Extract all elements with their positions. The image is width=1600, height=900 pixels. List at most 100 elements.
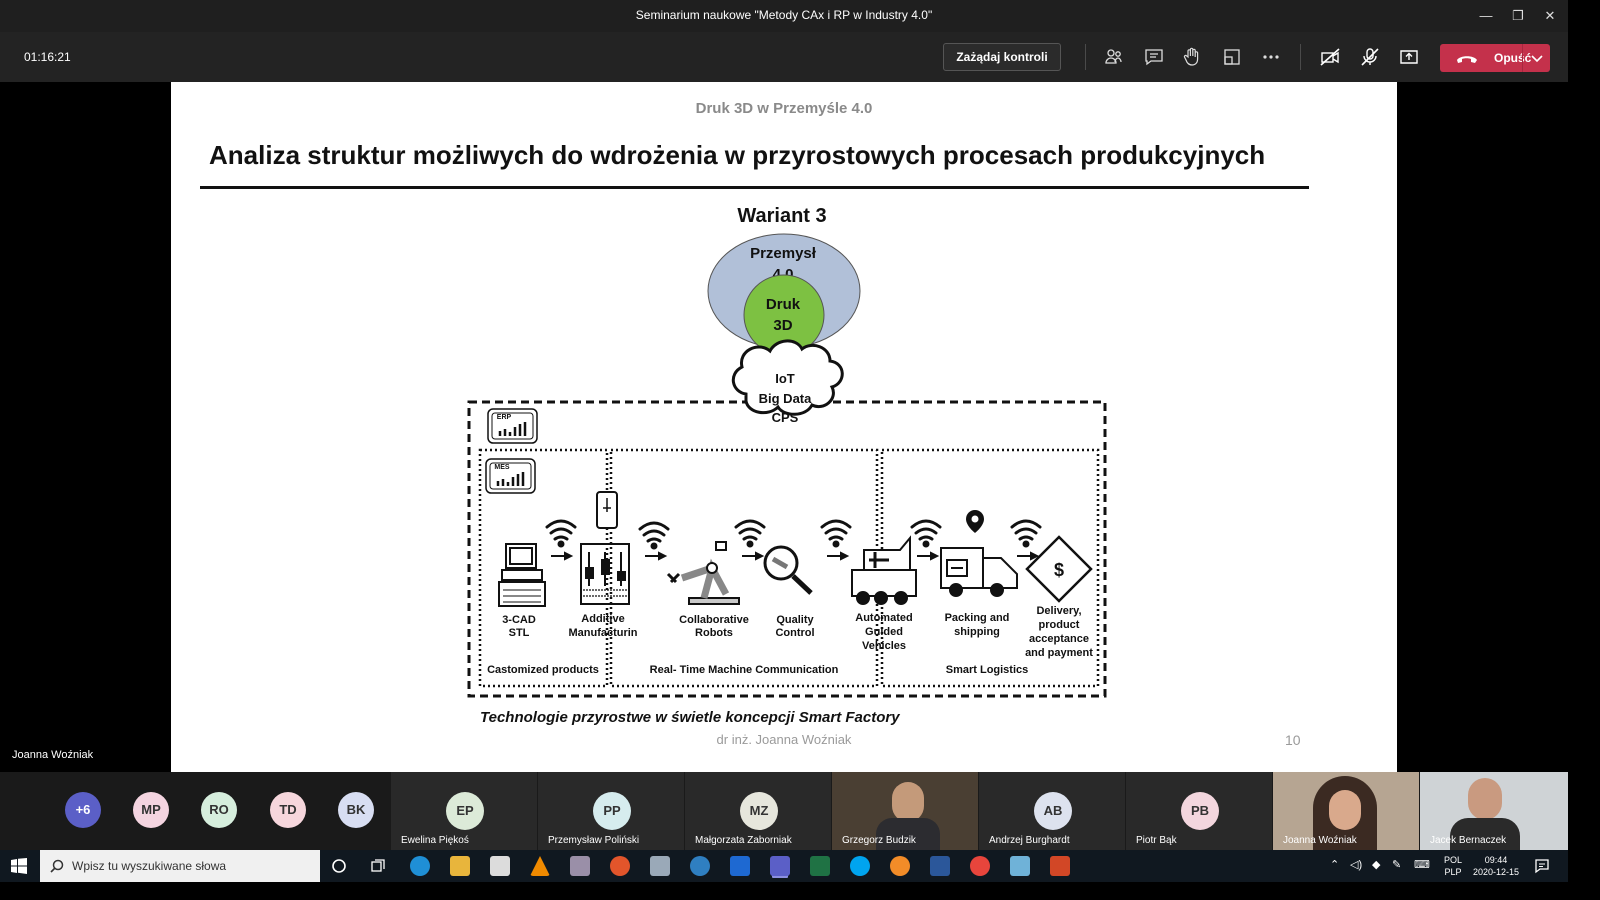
arrow-icon [645, 551, 668, 561]
toolbar-divider [1085, 44, 1086, 70]
leave-button[interactable]: Opuść [1440, 44, 1550, 72]
wifi-icon [1010, 519, 1042, 548]
minimize-icon[interactable]: — [1479, 8, 1493, 23]
participant-tile[interactable]: EP Ewelina Piękoś [391, 772, 537, 850]
calculator-icon[interactable] [650, 856, 670, 876]
chrome-icon[interactable] [970, 856, 990, 876]
participant-tile[interactable]: PP Przemysław Poliński [538, 772, 684, 850]
arrow-icon [827, 551, 850, 561]
wifi-icon [910, 519, 942, 548]
clock-time: 09:44 [1484, 855, 1508, 865]
mic-off-icon[interactable] [1358, 45, 1382, 69]
language-code: POL [1443, 855, 1462, 865]
svg-text:$: $ [1054, 560, 1064, 580]
word-icon[interactable] [930, 856, 950, 876]
participants-strip: +6 MP RO TD BK EP Ewelina Piękoś PP Prze… [0, 772, 1568, 850]
slide-title: Analiza struktur możliwych do wdrożenia … [209, 140, 1266, 170]
powerpoint-icon[interactable] [1050, 856, 1070, 876]
computer-cad-icon [498, 543, 546, 607]
avatar: PB [1181, 792, 1219, 830]
mes-label: MES [494, 464, 510, 471]
dropbox-icon[interactable] [730, 856, 750, 876]
teams-icon[interactable] [770, 856, 790, 876]
skype-icon[interactable] [850, 856, 870, 876]
edge-icon[interactable] [410, 856, 430, 876]
clock-date: 2020-12-15 [1472, 867, 1520, 877]
title-bar: Seminarium naukowe "Metody CAx i RP w In… [0, 0, 1568, 32]
presenter-name: Joanna Woźniak [12, 749, 94, 761]
section-label: Real- Time Machine Communication [650, 664, 839, 676]
keyboard-layout: PLP [1444, 867, 1462, 877]
audio-app-icon[interactable] [890, 856, 910, 876]
clock[interactable]: 09:44 2020-12-15 [1468, 854, 1524, 878]
wifi-icon [638, 521, 670, 550]
leave-options-button[interactable] [1522, 44, 1550, 72]
stage-label: Manufacturin [568, 627, 637, 639]
volume-icon[interactable]: ◁) [1350, 859, 1363, 871]
outer-circle-line-1: Przemysł [750, 245, 817, 262]
stage-label: and payment [1025, 647, 1093, 659]
task-view-icon[interactable] [370, 858, 386, 874]
inner-circle-line-2: 3D [773, 317, 792, 334]
notification-icon[interactable] [1534, 858, 1550, 874]
firefox-icon[interactable] [610, 856, 630, 876]
participant-name: Grzegorz Budzik [842, 835, 916, 846]
smart-factory-diagram: Wariant 3 Przemysł 4.0 Druk 3D IoT Big D… [467, 205, 1107, 698]
close-icon[interactable]: ✕ [1544, 8, 1556, 23]
pen-icon[interactable]: ✎ [1392, 859, 1402, 871]
input-language[interactable]: POL PLP [1440, 854, 1466, 878]
camera-off-icon[interactable] [1318, 45, 1342, 69]
more-participants-button[interactable]: +6 [65, 792, 101, 828]
share-icon[interactable] [1397, 45, 1421, 69]
tray-overflow-icon[interactable]: ⌃ [1330, 859, 1340, 871]
section-label: Castomized products [487, 664, 599, 676]
stage-label: Delivery, [1036, 605, 1081, 617]
chat-icon[interactable] [1142, 45, 1166, 69]
avatar[interactable]: RO [201, 792, 237, 828]
mes-icon [485, 458, 536, 494]
avatar[interactable]: TD [270, 792, 306, 828]
participant-video-tile[interactable]: Grzegorz Budzik [832, 772, 978, 850]
cortana-icon[interactable] [331, 858, 347, 874]
taskbar-search[interactable]: Wpisz tu wyszukiwane słowa [40, 850, 320, 882]
store-icon[interactable] [490, 856, 510, 876]
more-icon[interactable] [1259, 45, 1283, 69]
vlc-icon[interactable] [530, 856, 550, 876]
slide-caption: Technologie przyrostwe w świetle koncepc… [480, 709, 900, 726]
video-feed [876, 818, 940, 850]
participants-icon[interactable] [1102, 45, 1126, 69]
windows-start-icon[interactable] [11, 858, 27, 874]
participant-video-tile[interactable]: Jacek Bernaczek [1420, 772, 1568, 850]
avatar[interactable]: BK [338, 792, 374, 828]
layout-icon[interactable] [1220, 45, 1244, 69]
raise-hand-icon[interactable] [1180, 45, 1204, 69]
avatar: MZ [740, 792, 778, 830]
avatar: AB [1034, 792, 1072, 830]
stage-label: product [1039, 619, 1080, 631]
participant-tile[interactable]: PB Piotr Bąk [1126, 772, 1272, 850]
participant-tile[interactable]: AB Andrzej Burghardt [979, 772, 1125, 850]
app-icon[interactable] [1010, 856, 1030, 876]
request-control-button[interactable]: Zażądaj kontroli [943, 43, 1061, 71]
keyboard-icon[interactable]: ⌨ [1414, 859, 1430, 871]
media-player-icon[interactable] [570, 856, 590, 876]
dropbox-tray-icon[interactable]: ◆ [1372, 859, 1381, 871]
restore-icon[interactable]: ❐ [1512, 8, 1524, 23]
file-explorer-icon[interactable] [450, 856, 470, 876]
search-icon [50, 859, 64, 873]
avatar[interactable]: MP [133, 792, 169, 828]
onedrive-icon[interactable] [690, 856, 710, 876]
video-feed [1450, 818, 1520, 850]
participant-video-tile[interactable]: Joanna Woźniak [1273, 772, 1419, 850]
participant-name: Małgorzata Zaborniak [695, 835, 792, 846]
stage-label: Quality [776, 614, 814, 626]
windows-taskbar: Wpisz tu wyszukiwane słowa ⌃ ◁) ◆ ✎ ⌨ PO… [0, 850, 1568, 882]
search-placeholder: Wpisz tu wyszukiwane słowa [72, 859, 227, 873]
video-feed [1468, 778, 1502, 820]
cloud-line-1: IoT [775, 371, 795, 386]
participant-tile[interactable]: MZ Małgorzata Zaborniak [685, 772, 831, 850]
cloud-icon [731, 339, 844, 416]
stage-label: Collaborative [679, 614, 749, 626]
stage-label: Automated [855, 612, 912, 624]
excel-icon[interactable] [810, 856, 830, 876]
